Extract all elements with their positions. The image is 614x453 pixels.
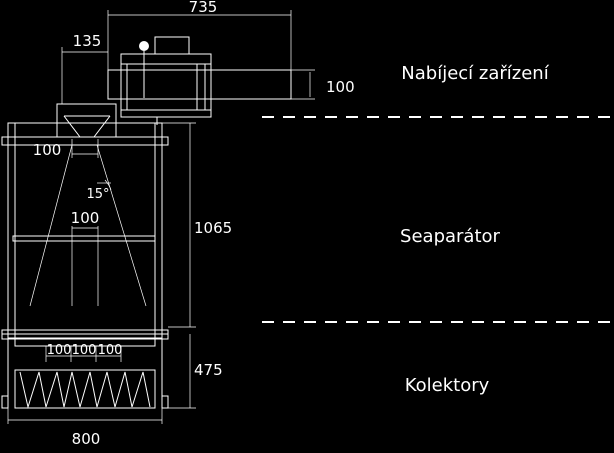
dim-collector-c: 100	[98, 343, 123, 358]
dim-inner-100: 100	[71, 209, 100, 227]
collectors	[1, 338, 169, 409]
dimension-lines	[7, 10, 315, 424]
dim-inlet-100: 100	[33, 141, 62, 159]
section-label-collectors: Kolektory	[405, 375, 490, 396]
collector-funnels	[19, 371, 151, 409]
charging-device	[56, 36, 292, 138]
section-label-separator: Seaparátor	[400, 226, 500, 247]
dim-135: 135	[73, 32, 102, 50]
dim-800: 800	[72, 430, 101, 448]
motor-knob	[139, 41, 149, 51]
conveyor-housing	[107, 69, 292, 100]
section-label-charging: Nabíjecí zařízení	[401, 63, 549, 84]
dim-collector-a: 100	[47, 343, 72, 358]
motor-block	[154, 36, 190, 55]
dim-1065: 1065	[194, 219, 232, 237]
separator-frame	[7, 122, 163, 339]
collector-box	[14, 369, 156, 409]
dim-collector-b: 100	[72, 343, 97, 358]
dim-735: 735	[189, 0, 218, 16]
dim-100-right: 100	[326, 78, 355, 96]
middle-plate	[12, 235, 156, 242]
separator-body	[1, 122, 169, 340]
cone-right	[96, 144, 147, 307]
cone-left	[29, 144, 73, 307]
dim-475: 475	[194, 361, 223, 379]
dim-angle-15: 15°	[86, 187, 109, 202]
